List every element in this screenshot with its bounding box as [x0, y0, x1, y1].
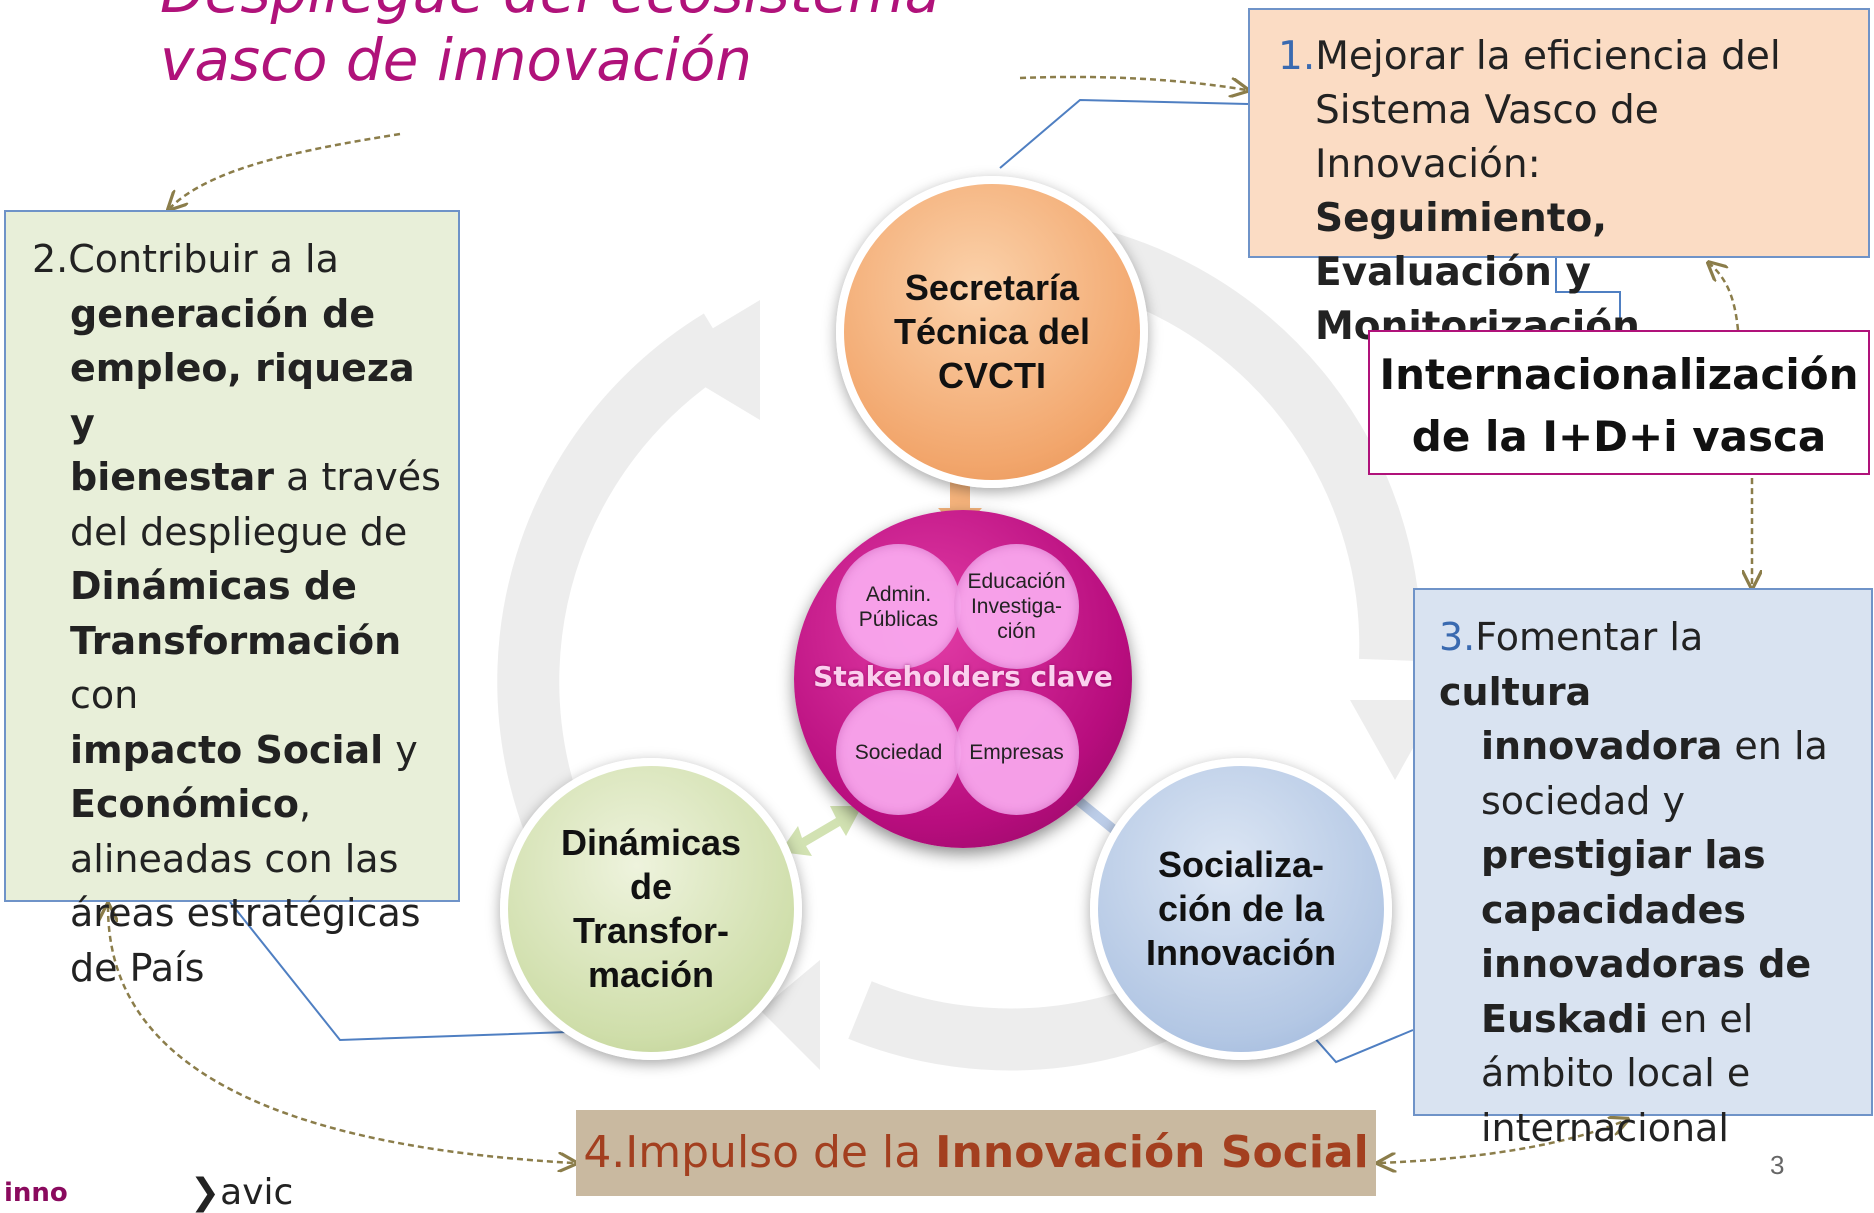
dinamicas-line-2: de	[629, 866, 672, 907]
objective-3-bold-2: innovadora	[1481, 724, 1723, 768]
objective-1-bold-1: Seguimiento, Evaluación y	[1315, 196, 1608, 295]
petal-sociedad: Sociedad	[836, 690, 961, 815]
petal-educacion-line-1: Educación	[967, 570, 1066, 593]
objective-2-text-1: Contribuir a la	[68, 237, 339, 281]
objective-1-number: 1.	[1278, 34, 1316, 79]
petal-educacion-line-3: ción	[997, 620, 1036, 643]
objective-3-text-5: ámbito local e	[1481, 1051, 1751, 1095]
objective-2-text-6: ,	[299, 782, 312, 826]
objective-2-text-3: del despliegue de	[70, 509, 408, 554]
objective-3-text-2: en la	[1722, 724, 1828, 768]
dinamicas-circle: Dinámicas de Transfor- mación	[500, 758, 802, 1060]
objective-3-text-4: en el	[1647, 996, 1754, 1041]
objective-4-box: 4.Impulso de la Innovación Social	[576, 1110, 1376, 1196]
objective-3-bold-3: prestigiar las	[1481, 833, 1766, 877]
avic-logo-text: avic	[220, 1172, 294, 1213]
objective-3-text-1: Fomentar la	[1475, 615, 1704, 659]
petal-empresas-label: Empresas	[969, 741, 1064, 764]
objective-1-box: 1.Mejorar la eficiencia del Sistema Vasc…	[1248, 8, 1870, 349]
objective-3-bold-6: Euskadi	[1481, 996, 1648, 1041]
petal-empresas: Empresas	[954, 690, 1079, 815]
objective-2-box: 2.Contribuir a la generación de empleo, …	[4, 210, 460, 990]
petal-admin: Admin. Públicas	[836, 544, 961, 669]
objective-2-text-9: de País	[70, 945, 205, 990]
petal-admin-line-2: Públicas	[858, 607, 939, 631]
objective-3-box: 3.Fomentar la cultura innovadora en la s…	[1413, 588, 1873, 1150]
secretaria-line-1: Secretaría	[904, 267, 1080, 308]
petal-educacion-line-2: Investiga-	[970, 595, 1063, 618]
link-dinamicas-stakeholders	[780, 806, 862, 856]
objective-3-bold-5: innovadoras de	[1481, 942, 1812, 986]
objective-1-line-1: Mejorar la eficiencia del	[1315, 34, 1781, 79]
objective-2-bold-3: bienestar	[70, 455, 274, 499]
secretaria-circle: Secretaría Técnica del CVCTI	[836, 176, 1148, 488]
page-number: 3	[1770, 1150, 1785, 1180]
objective-2-bold-5: Transformación	[70, 618, 402, 663]
objective-2-bold-7: Económico	[70, 782, 300, 826]
stakeholders-circle: Admin. Públicas Educación Investiga- ció…	[794, 510, 1132, 848]
socializacion-line-2: ción de la	[1157, 888, 1325, 929]
internationalization-line-1: Internacionalización	[1379, 350, 1859, 399]
objective-2-text-2: a través	[274, 455, 441, 499]
objective-4-text: 4.Impulso de la	[583, 1127, 936, 1178]
objective-3-text-3: sociedad y	[1481, 778, 1685, 823]
avic-chevron-icon: ❯	[190, 1172, 221, 1213]
internationalization-box: Internacionalización de la I+D+i vasca	[1368, 330, 1870, 475]
socializacion-circle: Socializa- ción de la Innovación	[1090, 758, 1392, 1060]
dinamicas-line-3: Transfor-	[572, 910, 730, 951]
objective-4-bold: Innovación Social	[935, 1127, 1369, 1178]
objective-2-text-7: alineadas con las	[70, 836, 399, 881]
objective-2-bold-6: impacto Social	[70, 727, 384, 772]
objective-2-bold-2: empleo, riqueza y	[70, 346, 415, 445]
objective-3-number: 3.	[1439, 615, 1476, 659]
objective-2-text-4: con	[70, 673, 139, 717]
secretaria-line-3: CVCTI	[938, 355, 1046, 396]
objective-2-text-8: áreas estratégicas	[70, 891, 421, 935]
stakeholders-label: Stakeholders clave	[813, 660, 1113, 693]
dinamicas-line-4: mación	[587, 954, 715, 995]
internationalization-line-2: de la I+D+i vasca	[1411, 412, 1827, 461]
objective-1-line-2: Sistema Vasco de Innovación:	[1315, 88, 1659, 187]
objective-3-text-6: internacional	[1481, 1105, 1729, 1150]
dashed-arrows	[108, 75, 1752, 1163]
objective-2-bold-4: Dinámicas de	[70, 564, 357, 608]
objective-2-bold-1: generación de	[70, 291, 376, 336]
petal-educacion: Educación Investiga- ción	[954, 544, 1079, 669]
petal-admin-line-1: Admin.	[865, 582, 932, 606]
socializacion-line-1: Socializa-	[1157, 844, 1325, 885]
objective-2-number: 2.	[32, 237, 69, 281]
petal-sociedad-label: Sociedad	[854, 741, 943, 764]
dinamicas-line-1: Dinámicas	[560, 822, 742, 863]
objective-3-bold-4: capacidades	[1481, 887, 1746, 932]
innobasque-logo: inno	[4, 1178, 68, 1208]
title-line-1: Despliegue del ecosistema	[160, 0, 940, 26]
avic-logo: ❯avic	[190, 1172, 293, 1213]
page-title: Despliegue del ecosistema vasco de innov…	[160, 0, 940, 94]
objective-3-bold-1: cultura	[1439, 669, 1592, 714]
secretaria-line-2: Técnica del	[893, 311, 1091, 352]
socializacion-line-3: Innovación	[1145, 932, 1337, 973]
title-line-2: vasco de innovación	[160, 26, 753, 94]
objective-2-text-5: y	[383, 727, 418, 772]
